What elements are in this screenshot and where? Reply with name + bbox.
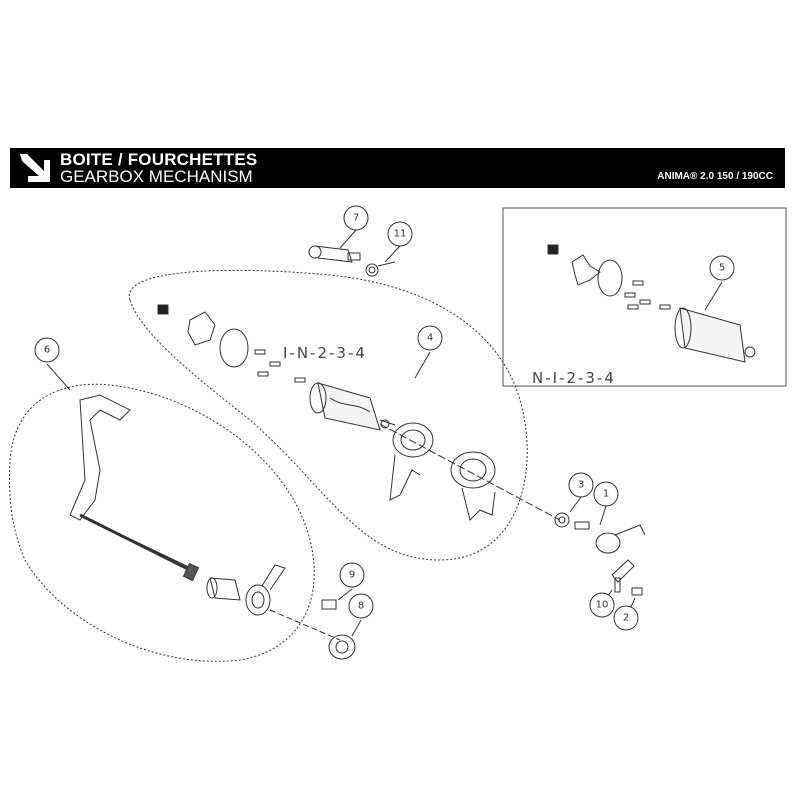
part-3-washer xyxy=(554,512,570,528)
callout-4: 4 xyxy=(417,325,443,351)
callout-circle xyxy=(34,337,60,363)
callout-7: 7 xyxy=(343,205,369,231)
callout-number: 9 xyxy=(349,570,355,581)
part-7-stopper-arm xyxy=(308,245,361,263)
callout-number: 8 xyxy=(358,601,364,612)
part-9-bolt xyxy=(321,599,337,610)
header-bar: BOITE / FOURCHETTES GEARBOX MECHANISM AN… xyxy=(10,148,785,188)
callout-circle xyxy=(339,562,365,588)
inset-box xyxy=(502,207,787,387)
callout-8: 8 xyxy=(348,593,374,619)
title-english: GEARBOX MECHANISM xyxy=(60,167,253,186)
callout-circle xyxy=(387,221,413,247)
part-bolt xyxy=(157,304,169,315)
arrow-logo-icon xyxy=(20,154,50,182)
callout-number: 3 xyxy=(578,480,584,491)
callout-number: 7 xyxy=(353,213,359,224)
title-french: BOITE / FOURCHETTES xyxy=(60,150,258,169)
callout-6: 6 xyxy=(34,337,60,363)
inset-pins xyxy=(624,280,671,310)
callout-3: 3 xyxy=(568,472,594,498)
inset-star-plate xyxy=(571,254,601,286)
axis-line xyxy=(379,423,561,521)
inset-shift-drum xyxy=(674,307,756,363)
part-2-bolt xyxy=(631,587,643,596)
model-label: ANIMA® 2.0 150 / 190CC xyxy=(657,171,773,182)
part-shift-fork-1 xyxy=(389,422,434,501)
part-shift-drum xyxy=(309,382,396,431)
part-11-spring xyxy=(365,261,396,277)
callout-1: 1 xyxy=(593,481,619,507)
part-disc xyxy=(219,328,249,368)
group-outline-4 xyxy=(128,269,528,561)
callout-number: 2 xyxy=(623,613,629,624)
part-1-bolt xyxy=(574,521,590,530)
callout-circle xyxy=(589,592,615,618)
part-bushing xyxy=(206,577,241,601)
callout-11: 11 xyxy=(387,221,413,247)
inset-disc xyxy=(597,259,623,297)
callout-number: 11 xyxy=(394,229,407,240)
shift-sequence-main: I-N-2-3-4 xyxy=(283,344,367,362)
callout-circle xyxy=(348,593,374,619)
callout-circle xyxy=(568,472,594,498)
part-6-shift-shaft xyxy=(69,394,200,582)
callout-circle xyxy=(343,205,369,231)
part-8-washer xyxy=(328,634,356,660)
callout-circle xyxy=(613,605,639,631)
callout-circle xyxy=(709,255,735,281)
group-outline-6 xyxy=(9,383,315,662)
part-return-spring xyxy=(245,564,286,616)
callout-circle xyxy=(593,481,619,507)
callout-2: 2 xyxy=(613,605,639,631)
callout-number: 5 xyxy=(719,263,725,274)
part-10-lever xyxy=(611,559,635,593)
shift-sequence-inset: N-I-2-3-4 xyxy=(532,369,616,387)
callout-number: 1 xyxy=(603,489,609,500)
callout-number: 4 xyxy=(427,333,433,344)
callout-5: 5 xyxy=(709,255,735,281)
callout-circle xyxy=(417,325,443,351)
part-star-plate xyxy=(187,311,216,346)
inset-bolt xyxy=(547,244,559,255)
callout-10: 10 xyxy=(589,592,615,618)
part-shift-fork-2 xyxy=(450,451,496,521)
part-cap xyxy=(595,524,646,554)
callout-number: 6 xyxy=(44,345,50,356)
callout-9: 9 xyxy=(339,562,365,588)
callout-number: 10 xyxy=(596,600,609,611)
part-pins xyxy=(254,349,306,383)
